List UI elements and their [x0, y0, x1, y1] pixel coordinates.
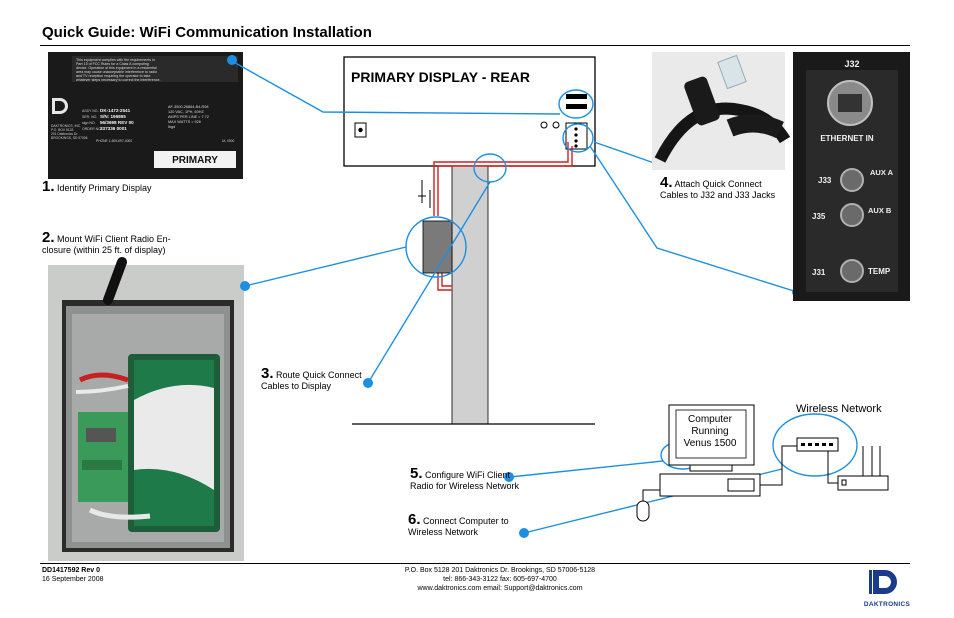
j35-jack [840, 203, 864, 227]
company-line: 201 Daktronics Dr. [51, 132, 78, 136]
spec-line: AF-3500-26864-B4-R08 [168, 105, 209, 109]
callout-circles [405, 89, 858, 477]
notice-line: whatever steps necessary to correct the … [76, 78, 161, 82]
title-divider [40, 45, 910, 46]
jack-panel-photo: J32 ETHERNET IN J33 AUX A J35 AUX B J31 … [793, 52, 910, 301]
notice-line: area may cause unacceptable interference… [76, 70, 157, 74]
field-label: ORDER NO. [82, 127, 102, 131]
step-1: 1. Identify Primary Display [42, 178, 152, 195]
plate-phone: PHONE 1-605-697-4000 [96, 139, 132, 143]
footer-web-email: www.daktronics.com email: Support@daktro… [417, 585, 583, 592]
step-number: 5. [410, 465, 423, 482]
computer-label-line: Running [691, 426, 728, 437]
j33-jack [840, 168, 864, 192]
step-text: Mount WiFi Client Radio En- closure (wit… [42, 234, 171, 255]
spec-line: MAX WATTS = 926 [168, 120, 201, 124]
field-value: DK-1472-2541 [100, 108, 131, 113]
aux-a-label: AUX A [870, 168, 894, 177]
daktronics-plate-logo [52, 98, 68, 114]
company-line: BROOKINGS, SD 57006 [51, 136, 88, 140]
field-value: 56/3698 REV 00 [100, 120, 134, 125]
footer-phone-fax: tel: 866-343-3122 fax: 605-697-4700 [443, 576, 557, 583]
company-line: P.O. BOX 5128 [51, 128, 73, 132]
radio-enclosure-on-pole [422, 220, 453, 274]
document-date: 16 September 2008 [42, 576, 104, 583]
mouse-icon [636, 500, 650, 522]
field-value: S/N: 196865 [100, 114, 126, 119]
field-label: ASSY NO. [82, 109, 98, 113]
step-2: 2. Mount WiFi Client Radio En- closure (… [42, 229, 171, 256]
step-text: Route Quick Connect Cables to Display [261, 370, 362, 391]
step-5: 5. Configure WiFi Client Radio for Wirel… [410, 465, 520, 492]
field-label: sign NO. [82, 121, 96, 125]
company-line: DAKTRONICS, INC. [51, 124, 81, 128]
step-number: 1. [42, 178, 55, 195]
step-text: Attach Quick Connect Cables to J32 and J… [660, 179, 776, 200]
field-label: SER. NO. [82, 115, 97, 119]
footer-contact: P.O. Box 5128 201 Daktronics Dr. Brookin… [330, 566, 670, 593]
step-number: 6. [408, 511, 421, 528]
notice-line: device. Operation of this equipment in a… [76, 66, 157, 70]
j31-jack [840, 259, 864, 283]
notice-line: This equipment complies with the require… [76, 58, 155, 62]
primary-sticker: PRIMARY [172, 155, 218, 166]
footer-address: P.O. Box 5128 201 Daktronics Dr. Brookin… [404, 567, 596, 574]
wireless-network-illustration: Wireless Network [760, 403, 889, 491]
step-6: 6. Connect Computer to Wireless Network [408, 511, 509, 538]
antenna-signal-icon [418, 180, 431, 208]
daktronics-logo: DAKTRONICS [852, 568, 922, 608]
quick-connect-cables-photo [652, 52, 791, 170]
display-pole [451, 165, 489, 425]
step-text: Identify Primary Display [57, 183, 152, 193]
notice-line: and TV reception requiring the operator … [76, 74, 150, 78]
step-number: 2. [42, 229, 55, 246]
antenna-icon [103, 257, 127, 305]
spec-line: lbgd [168, 125, 175, 129]
step-number: 3. [261, 365, 274, 382]
j31-label: J31 [812, 268, 826, 277]
computer-label-line: Venus 1500 [684, 438, 737, 449]
page-title: Quick Guide: WiFi Communication Installa… [42, 24, 372, 41]
field-value: 337336 0001 [100, 126, 127, 131]
wireless-network-label: Wireless Network [796, 403, 882, 415]
temp-label: TEMP [868, 267, 891, 276]
ethernet-in-label: ETHERNET IN [820, 134, 874, 143]
document-number: DD1417592 Rev 0 [42, 567, 100, 574]
j35-label: J35 [812, 212, 826, 221]
notice-line: Part 15 of FCC Rules for a Class A compu… [76, 62, 149, 66]
radio-enclosure-photo [48, 257, 244, 561]
step-3: 3. Route Quick Connect Cables to Display [261, 365, 362, 392]
computer-illustration: Computer Running Venus 1500 [636, 404, 761, 522]
label-plate-photo: This equipment complies with the require… [48, 52, 243, 179]
footer-doc-info: DD1417592 Rev 0 16 September 2008 [42, 566, 104, 584]
aux-b-label: AUX B [868, 206, 892, 215]
step-4: 4. Attach Quick Connect Cables to J32 an… [660, 174, 776, 201]
step-text: Configure WiFi Client Radio for Wireless… [410, 470, 520, 491]
spec-line: AMPS PER LINE = 7.72 [168, 115, 209, 119]
step-text: Connect Computer to Wireless Network [408, 516, 509, 537]
step-number: 4. [660, 174, 673, 191]
daktronics-d-icon [869, 570, 897, 594]
j32-label: J32 [844, 59, 859, 69]
logo-text: DAKTRONICS [863, 601, 911, 608]
primary-display-label: PRIMARY DISPLAY - REAR [351, 69, 530, 85]
footer-divider [40, 563, 910, 564]
primary-display-rear: PRIMARY DISPLAY - REAR [343, 56, 596, 167]
computer-label-line: Computer [688, 414, 733, 425]
terminal-board [78, 412, 128, 502]
j33-label: J33 [818, 176, 832, 185]
spec-line: 120 VAC, 1PH, 60HZ [168, 110, 204, 114]
plate-listing: UL 0000 [222, 139, 235, 143]
